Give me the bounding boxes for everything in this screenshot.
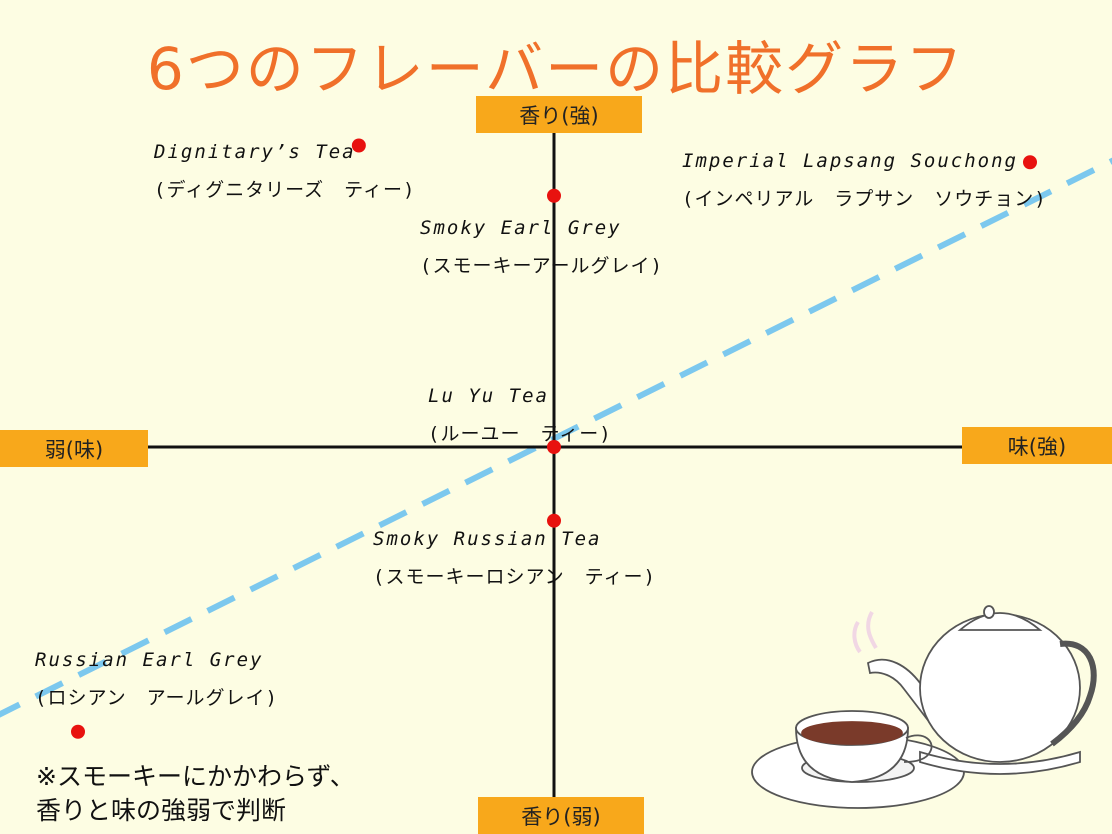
footnote-line-1: ※スモーキーにかかわらず、 (36, 762, 355, 791)
axis-label-top: 香り(強) (476, 96, 642, 133)
teapot-illustration (751, 605, 1097, 809)
point-label-russian-earl-grey: Russian Earl Grey (ロシアン アールグレイ) (35, 649, 278, 710)
axis-label-bottom: 香り(弱) (478, 797, 644, 834)
data-point (71, 724, 85, 739)
point-label-smoky-earl-grey: Smoky Earl Grey (スモーキーアールグレイ) (420, 217, 663, 278)
point-label-lu-yu: Lu Yu Tea (ルーユー ティー) (428, 385, 612, 446)
point-label-en: Lu Yu Tea (428, 385, 549, 407)
point-label-ja: (ロシアン アールグレイ) (35, 687, 278, 709)
data-points (71, 138, 1037, 739)
chart-title: 6つのフレーバーの比較グラフ (146, 35, 966, 103)
point-label-en: Russian Earl Grey (35, 649, 264, 671)
point-label-dignitary: Dignitary’s Tea (ディグニタリーズ ティー) (154, 141, 415, 202)
point-label-en: Dignitary’s Tea (154, 141, 356, 163)
point-label-smoky-russian: Smoky Russian Tea (スモーキーロシアン ティー) (373, 528, 656, 589)
footnote: ※スモーキーにかかわらず、 香りと味の強弱で判断 (36, 760, 355, 828)
point-label-en: Smoky Russian Tea (373, 528, 602, 550)
axis-label-right: 味(強) (962, 427, 1112, 464)
point-label-ja: (スモーキーアールグレイ) (420, 255, 663, 277)
data-point (547, 513, 561, 528)
axis-label-left: 弱(味) (0, 430, 148, 467)
point-label-en: Smoky Earl Grey (420, 217, 622, 239)
footnote-line-2: 香りと味の強弱で判断 (36, 796, 287, 825)
data-point (547, 440, 561, 454)
point-label-ja: (スモーキーロシアン ティー) (373, 566, 656, 588)
data-point (547, 188, 561, 203)
point-label-imperial-lapsang: Imperial Lapsang Souchong (インペリアル ラプサン ソ… (682, 150, 1047, 211)
point-label-ja: (ディグニタリーズ ティー) (154, 179, 416, 201)
point-label-en: Imperial Lapsang Souchong (682, 150, 1018, 172)
data-point (1023, 155, 1037, 170)
data-point (351, 138, 366, 153)
point-label-ja: (ルーユー ティー) (428, 423, 612, 445)
point-label-ja: (インペリアル ラプサン ソウチョン) (682, 188, 1047, 210)
